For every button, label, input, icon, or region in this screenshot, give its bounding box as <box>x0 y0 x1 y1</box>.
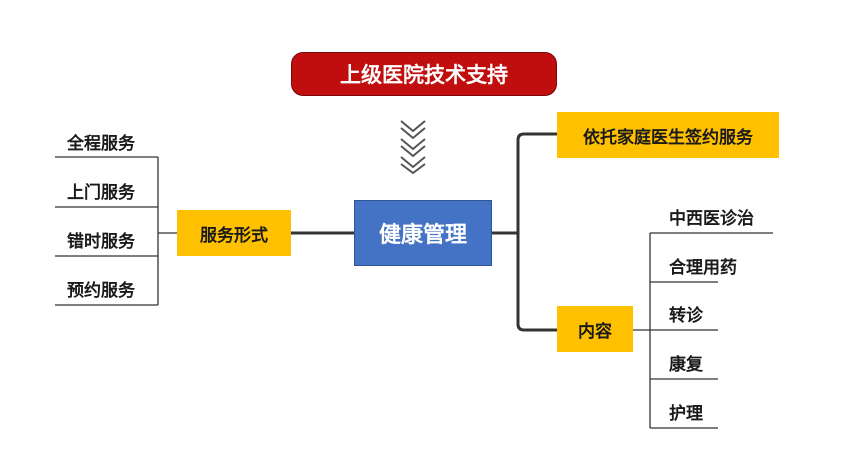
form-item: 预约服务 <box>67 281 135 301</box>
form-item: 错时服务 <box>67 232 135 252</box>
content-node: 内容 <box>557 306 633 352</box>
content-item: 合理用药 <box>669 258 737 278</box>
family-doctor-sign-node: 依托家庭医生签约服务 <box>557 112 779 158</box>
content-item: 康复 <box>669 355 703 375</box>
triple-chevron-down-icon <box>400 120 426 174</box>
form-item: 全程服务 <box>67 134 135 154</box>
form-item: 上门服务 <box>67 183 135 203</box>
content-item: 中西医诊治 <box>669 209 754 229</box>
content-item: 转诊 <box>669 306 703 326</box>
content-item: 护理 <box>669 404 703 424</box>
service-form-node: 服务形式 <box>177 210 291 256</box>
center-node-health-management: 健康管理 <box>354 200 492 266</box>
right-trunk <box>516 132 557 332</box>
top-banner: 上级医院技术支持 <box>291 52 557 96</box>
